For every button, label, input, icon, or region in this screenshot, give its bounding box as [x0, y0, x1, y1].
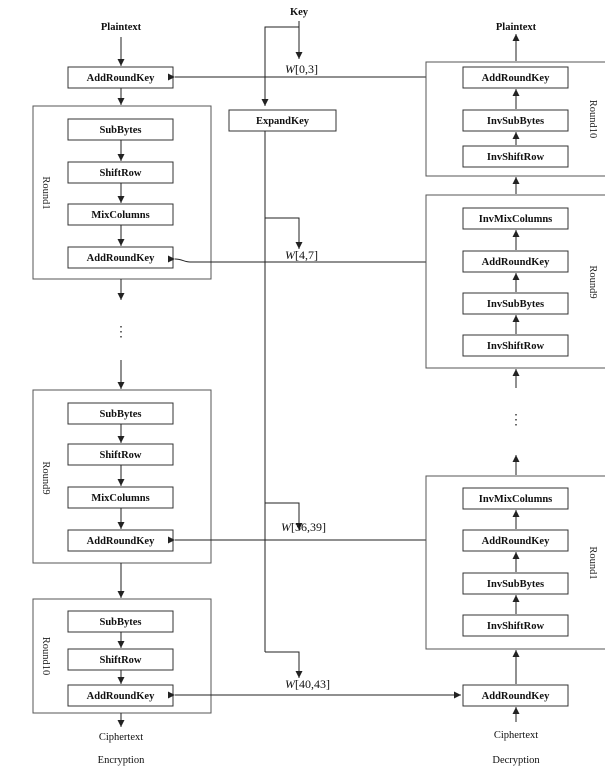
decryption-round1-invsubbytes-box: [462, 572, 569, 595]
encryption-round9-label: Round9: [40, 461, 51, 494]
encryption-round1-shiftrow-label: ShiftRow: [99, 168, 141, 179]
w-range-4-7: W[4,7]: [285, 248, 318, 262]
decryption-round10-invshiftrow-label: InvShiftRow: [487, 152, 545, 163]
encryption-round9-shiftrow-label: ShiftRow: [99, 450, 141, 461]
decryption-round1-invmixcolumns-label: InvMixColumns: [479, 494, 553, 505]
decryption-round9-addroundkey-label: AddRoundKey: [482, 257, 550, 268]
encryption-round9-mixcolumns-label: MixColumns: [91, 493, 149, 504]
key-label: Key: [290, 7, 309, 18]
encryption-round1-subbytes-label: SubBytes: [99, 125, 141, 136]
encryption-title: Encryption: [98, 755, 145, 766]
round-key-link-1: [167, 255, 461, 266]
decryption-ciphertext-label: Ciphertext: [494, 730, 538, 741]
decryption-round1-label: Round1: [587, 546, 598, 579]
decryption-title: Decryption: [492, 755, 540, 766]
decryption-round9-addroundkey-box: [462, 250, 569, 273]
encryption-round10-addroundkey-label: AddRoundKey: [87, 691, 155, 702]
decryption-round10: Round10 AddRoundKey InvSubBytes InvShift…: [425, 61, 605, 177]
decryption-round10-addroundkey-box: [462, 66, 569, 89]
encryption-round9-addroundkey-label: AddRoundKey: [87, 536, 155, 547]
decryption-round1-invmixcolumns-box: [462, 487, 569, 510]
encryption-round1-label: Round1: [40, 176, 51, 209]
decryption-round9: Round9 InvMixColumns AddRoundKey InvSubB…: [425, 194, 605, 369]
encryption-round1: Round1 SubBytes ShiftRow MixColumns AddR…: [32, 105, 212, 280]
encryption-initial-addroundkey-label: AddRoundKey: [87, 73, 155, 84]
decryption-round1-addroundkey-label: AddRoundKey: [482, 536, 550, 547]
encryption-round10-shiftrow-label: ShiftRow: [99, 655, 141, 666]
encryption-round10-subbytes-label: SubBytes: [99, 617, 141, 628]
decryption-round9-invsubbytes-box: [462, 292, 569, 315]
decryption-round9-invmixcolumns-box: [462, 207, 569, 230]
decryption-round10-invsubbytes-box: [462, 109, 569, 132]
decryption-round1: Round1 InvMixColumns AddRoundKey InvSubB…: [425, 475, 605, 650]
decryption-round9-invsubbytes-label: InvSubBytes: [487, 299, 544, 310]
decryption-column: Plaintext Round10 AddRoundKey InvSubByte…: [425, 22, 605, 766]
decryption-round1-invsubbytes-label: InvSubBytes: [487, 579, 544, 590]
encryption-round1-addroundkey-label: AddRoundKey: [87, 253, 155, 264]
decryption-initial-addroundkey-box: [462, 684, 569, 707]
w-range-0-3: W[0,3]: [285, 62, 318, 76]
encryption-plaintext-label: Plaintext: [101, 22, 142, 33]
decryption-round9-label: Round9: [587, 265, 598, 298]
decryption-round10-addroundkey-label: AddRoundKey: [482, 73, 550, 84]
encryption-round10: Round10 SubBytes ShiftRow AddRoundKey: [32, 598, 212, 714]
decryption-round10-invsubbytes-label: InvSubBytes: [487, 116, 544, 127]
encryption-column: Plaintext AddRoundKey Round1 SubBytes Sh…: [32, 22, 212, 766]
decryption-round10-label: Round10: [587, 100, 598, 139]
decryption-plaintext-label: Plaintext: [496, 22, 537, 33]
decryption-initial-addroundkey-label: AddRoundKey: [482, 691, 550, 702]
decryption-round10-invshiftrow-box: [462, 145, 569, 168]
decryption-round1-invshiftrow-label: InvShiftRow: [487, 621, 545, 632]
w-range-40-43: W[40,43]: [285, 677, 330, 691]
decryption-round1-addroundkey-box: [462, 529, 569, 552]
decryption-round9-invmixcolumns-label: InvMixColumns: [479, 214, 553, 225]
w-range-36-39: W[36,39]: [281, 520, 326, 534]
key-schedule: Key ExpandKey W[0,3] W[4,7] W[36,39] W[4…: [167, 7, 461, 699]
encryption-round9: Round9 SubBytes ShiftRow MixColumns AddR…: [32, 389, 212, 564]
encryption-round9-subbytes-label: SubBytes: [99, 409, 141, 420]
decryption-ellipsis: ⋮: [509, 413, 523, 428]
encryption-ciphertext-label: Ciphertext: [99, 732, 143, 743]
expandkey-box: [228, 109, 337, 132]
encryption-round10-label: Round10: [40, 637, 51, 676]
decryption-round9-invshiftrow-box: [462, 334, 569, 357]
decryption-round1-invshiftrow-box: [462, 614, 569, 637]
expandkey-label: ExpandKey: [256, 116, 310, 127]
decryption-round9-invshiftrow-label: InvShiftRow: [487, 341, 545, 352]
encryption-round1-mixcolumns-label: MixColumns: [91, 210, 149, 221]
encryption-ellipsis: ⋮: [114, 325, 128, 340]
